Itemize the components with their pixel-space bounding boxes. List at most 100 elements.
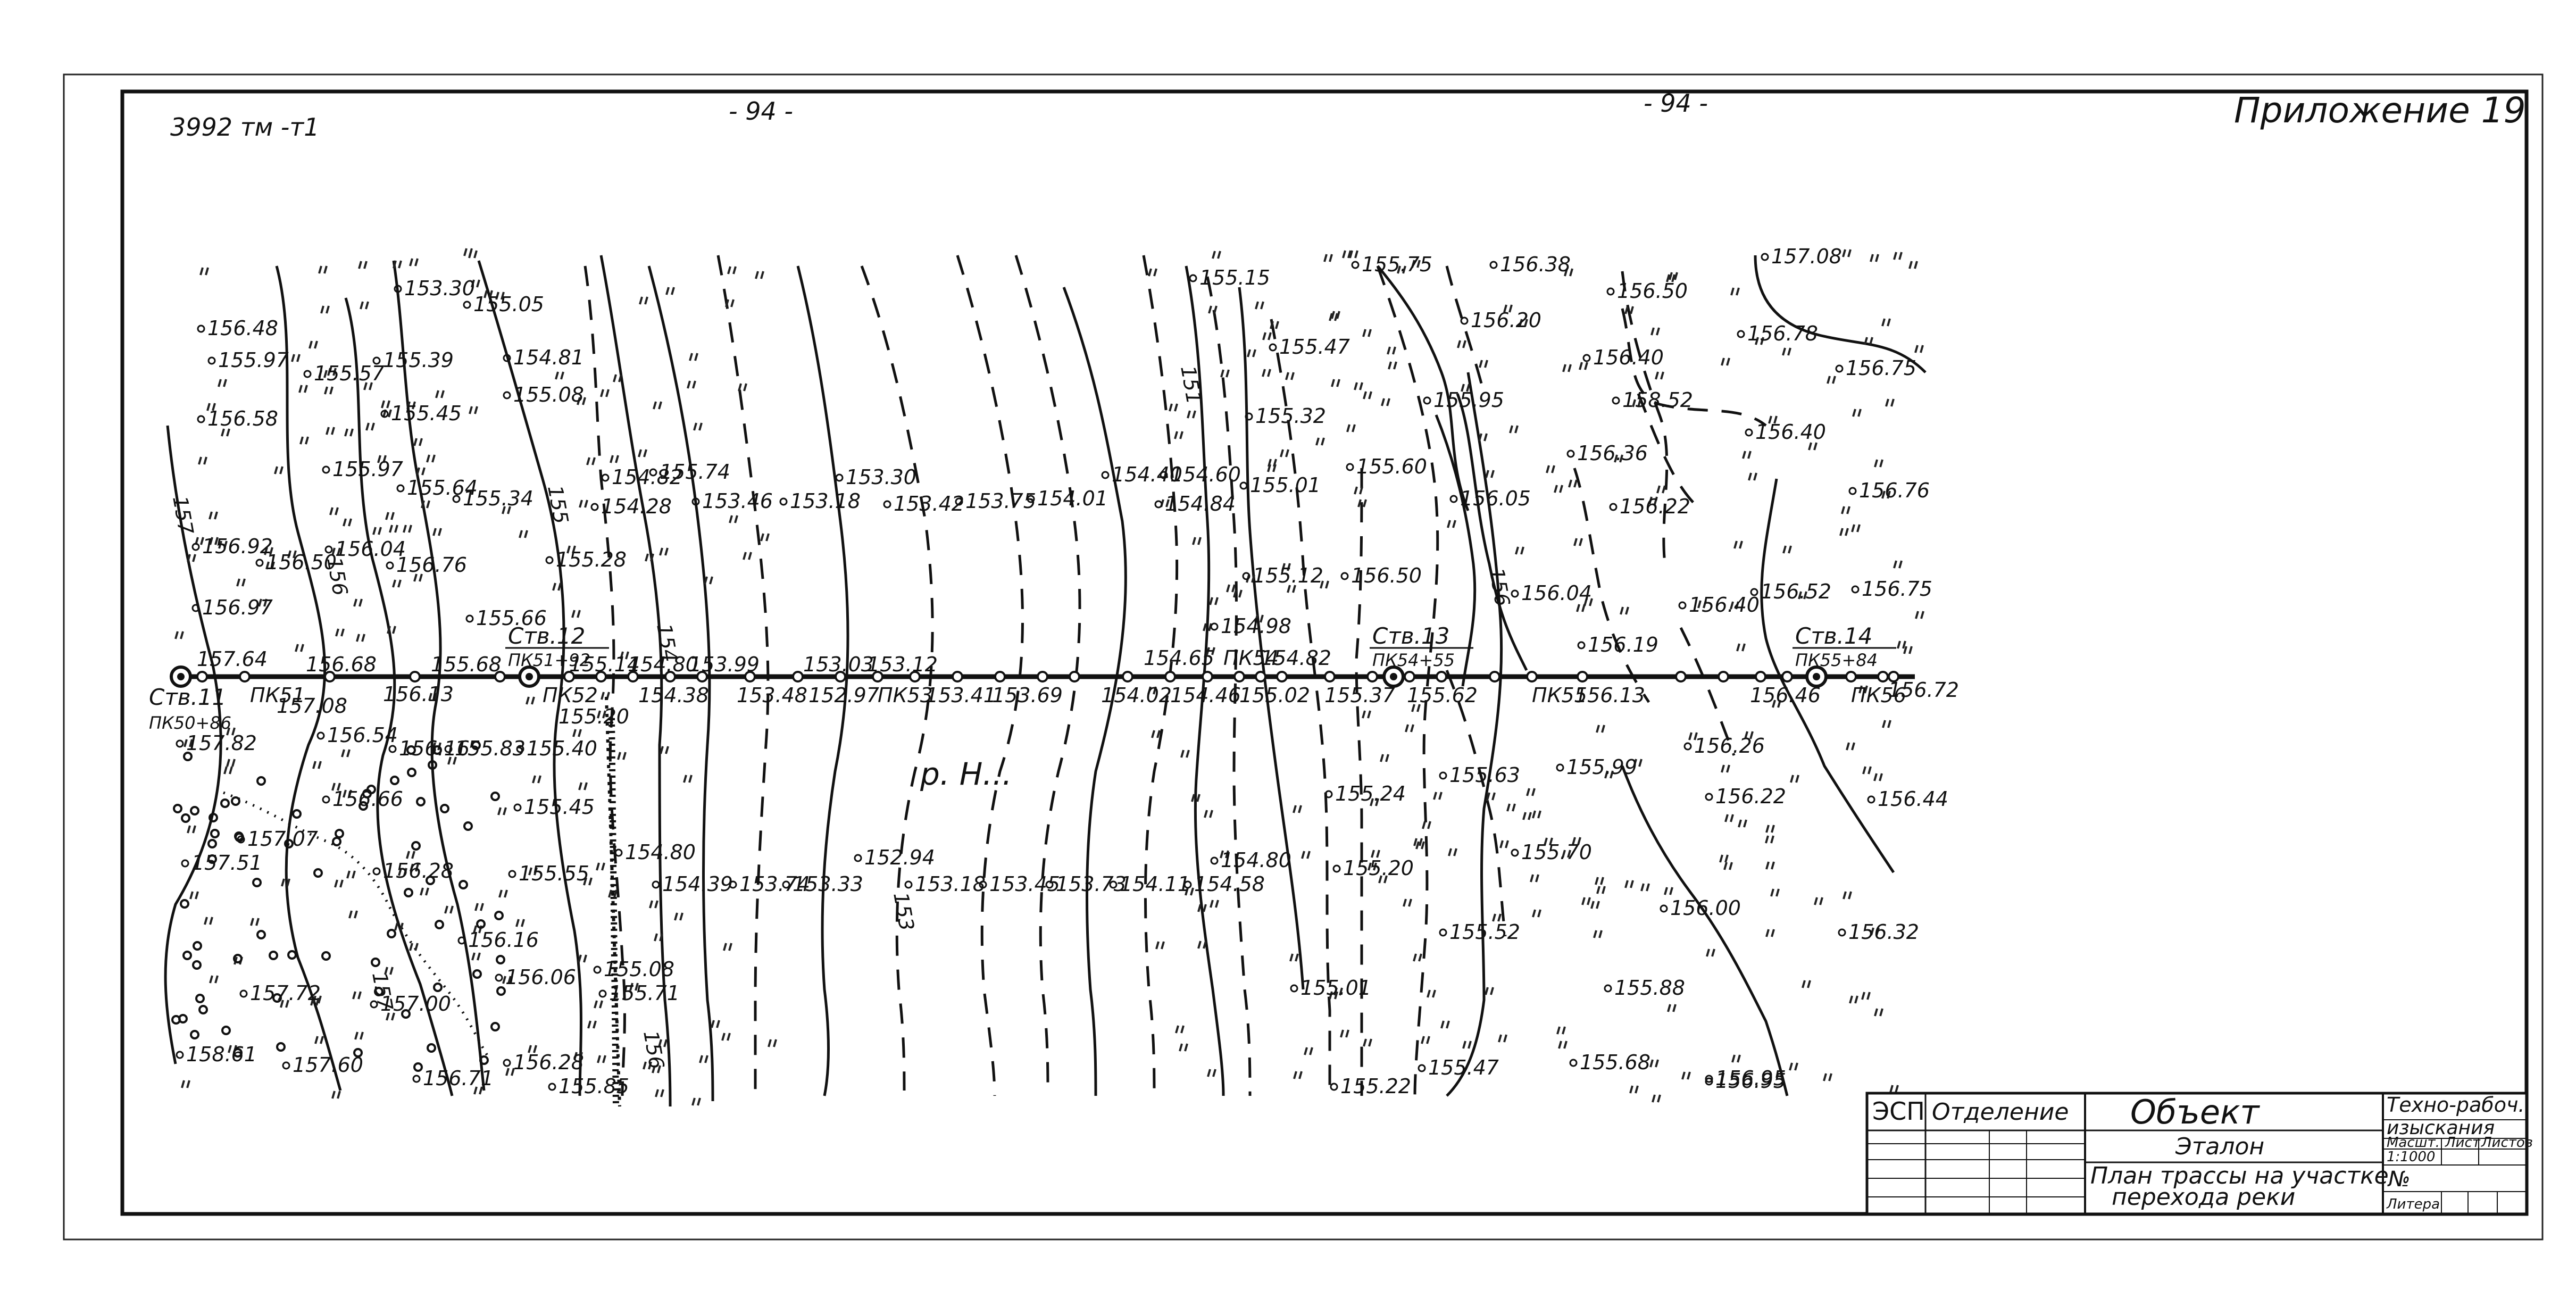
spot-point bbox=[1189, 274, 1197, 282]
spot-point bbox=[1511, 589, 1519, 598]
terrain-mark bbox=[1492, 913, 1502, 922]
spot-elevation: 154.11 bbox=[1120, 872, 1190, 896]
axis-elevation: 156.68 bbox=[306, 653, 377, 676]
spot-point bbox=[1556, 763, 1564, 772]
spot-elevation: 155.71 bbox=[609, 981, 680, 1005]
spot-point bbox=[1101, 471, 1110, 479]
terrain-mark bbox=[344, 428, 354, 437]
terrain-mark bbox=[1742, 451, 1752, 459]
axis-point bbox=[1755, 671, 1766, 683]
terrain-mark bbox=[226, 759, 236, 767]
terrain-mark bbox=[236, 578, 246, 587]
terrain-mark bbox=[392, 579, 402, 588]
shrub-mark bbox=[458, 880, 468, 889]
terrain-mark bbox=[1772, 700, 1781, 708]
shrub-mark bbox=[233, 1048, 243, 1058]
terrain-mark bbox=[1185, 887, 1194, 896]
terrain-mark bbox=[384, 967, 394, 975]
terrain-mark bbox=[1462, 1041, 1472, 1049]
terrain-mark bbox=[1363, 1038, 1372, 1047]
terrain-mark bbox=[189, 891, 199, 900]
shrub-mark bbox=[407, 768, 416, 777]
terrain-mark bbox=[377, 455, 387, 463]
spot-elevation: 155.99 bbox=[1566, 755, 1637, 779]
axis-point bbox=[835, 671, 846, 683]
terrain-mark bbox=[1287, 585, 1296, 593]
terrain-mark bbox=[1479, 360, 1488, 368]
outer-frame bbox=[63, 73, 2544, 1241]
terrain-mark bbox=[1802, 980, 1811, 988]
terrain-mark bbox=[389, 525, 398, 533]
terrain-mark bbox=[1280, 449, 1289, 457]
spot-elevation: 155.28 bbox=[556, 548, 627, 571]
terrain-mark bbox=[280, 1000, 289, 1008]
tb-sheets-label: Листов bbox=[2481, 1135, 2533, 1151]
terrain-mark bbox=[597, 1055, 606, 1063]
shrub-mark bbox=[181, 813, 190, 823]
terrain-mark bbox=[331, 783, 341, 791]
terrain-mark bbox=[1765, 861, 1775, 870]
contour-line bbox=[1062, 287, 1127, 1096]
axis-point bbox=[563, 671, 575, 683]
spot-elevation: 157.08 bbox=[1771, 245, 1842, 268]
spot-elevation: 156.20 bbox=[1471, 309, 1541, 332]
spot-point bbox=[197, 415, 205, 423]
shrub-mark bbox=[404, 888, 413, 897]
terrain-mark bbox=[1697, 600, 1707, 609]
contour-value: 156 bbox=[639, 1029, 669, 1071]
terrain-mark bbox=[711, 1020, 720, 1028]
terrain-mark bbox=[1363, 391, 1372, 400]
terrain-mark bbox=[1667, 1004, 1677, 1012]
terrain-mark bbox=[1179, 1043, 1188, 1052]
terrain-mark bbox=[1914, 345, 1924, 353]
terrain-mark bbox=[1405, 724, 1414, 733]
terrain-mark bbox=[1210, 900, 1219, 908]
spot-elevation: 155.45 bbox=[391, 402, 462, 425]
axis-point bbox=[1877, 671, 1889, 683]
terrain-mark bbox=[264, 547, 273, 555]
terrain-mark bbox=[356, 634, 365, 642]
terrain-mark bbox=[416, 467, 426, 476]
shrub-mark bbox=[287, 950, 297, 960]
spot-elevation: 153.30 bbox=[846, 465, 916, 489]
terrain-mark bbox=[318, 265, 328, 274]
spot-point bbox=[598, 989, 607, 998]
shrub-mark bbox=[193, 941, 202, 951]
contour-value: 157 bbox=[168, 494, 198, 536]
terrain-mark bbox=[693, 422, 703, 431]
terrain-mark bbox=[360, 301, 369, 310]
terrain-mark bbox=[594, 1000, 603, 1009]
terrain-mark bbox=[555, 371, 564, 380]
tb-org: ЭСП bbox=[1872, 1097, 1925, 1126]
appendix-label: Приложение 19 bbox=[2234, 90, 2526, 131]
spot-point bbox=[1418, 1064, 1426, 1072]
shrub-mark bbox=[256, 776, 266, 786]
axis-point bbox=[494, 671, 506, 683]
terrain-mark bbox=[365, 422, 375, 431]
terrain-mark bbox=[1323, 254, 1333, 262]
contour-line bbox=[344, 297, 454, 1096]
terrain-mark bbox=[1362, 710, 1371, 719]
terrain-mark bbox=[1478, 433, 1488, 442]
spot-elevation: 154.81 bbox=[513, 346, 584, 369]
terrain-mark bbox=[1874, 1008, 1883, 1017]
contour-line bbox=[1573, 468, 1650, 703]
spot-point bbox=[1582, 354, 1591, 362]
spot-elevation: 155.74 bbox=[660, 460, 730, 484]
terrain-mark bbox=[1655, 371, 1664, 380]
spot-point bbox=[1154, 500, 1163, 509]
terrain-mark bbox=[184, 739, 193, 747]
spot-elevation: 153.74 bbox=[739, 872, 810, 896]
terrain-mark bbox=[310, 997, 320, 1006]
contour-line bbox=[583, 265, 626, 1096]
terrain-mark bbox=[1285, 372, 1295, 380]
terrain-mark bbox=[1362, 329, 1372, 337]
contour-line bbox=[599, 255, 672, 1107]
terrain-mark bbox=[1632, 399, 1641, 407]
spot-elevation: 156.16 bbox=[399, 737, 470, 760]
terrain-mark bbox=[1174, 431, 1183, 439]
spot-point bbox=[388, 745, 397, 753]
spot-elevation: 155.08 bbox=[513, 383, 584, 406]
terrain-mark bbox=[1415, 841, 1425, 850]
shrub-mark bbox=[432, 745, 442, 755]
